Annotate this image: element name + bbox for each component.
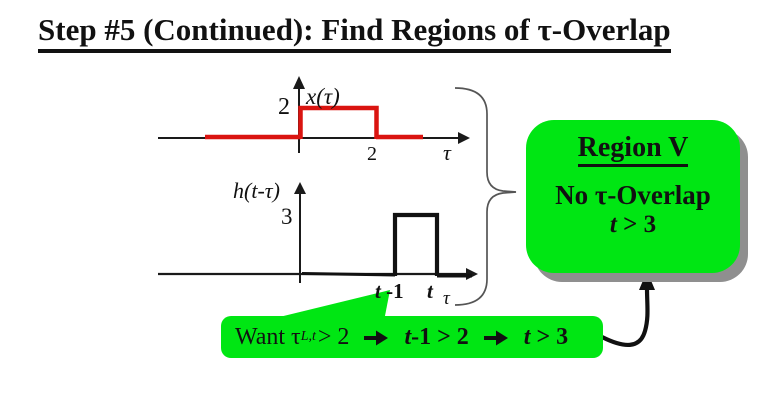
callout-wedge — [263, 290, 390, 321]
h-signal-baseline-left — [301, 272, 396, 277]
x-signal-pulse — [298, 105, 379, 139]
right-arrow-icon — [364, 330, 389, 346]
result-arrowhead-icon — [639, 271, 655, 290]
grouping-brace — [454, 87, 517, 306]
derivation-want: Want τ — [235, 323, 301, 350]
derivation-step3-t: t — [523, 323, 531, 350]
bottom-graph-right-edge-label: t — [427, 279, 433, 303]
region-box-line1: No τ-Overlap — [555, 179, 711, 210]
page-title-text: Step #5 (Continued): Find Regions of τ-O… — [38, 12, 671, 53]
top-axis-arrowhead-icon — [458, 132, 470, 144]
region-box-line2-t: t — [609, 211, 617, 239]
bottom-graph-amplitude-label: 3 — [281, 204, 293, 229]
top-graph-label: x(τ) — [306, 84, 340, 109]
derivation-step2: t-1 > 2 — [404, 324, 468, 351]
top-graph-axis-variable: τ — [443, 140, 451, 165]
bottom-vaxis-arrowhead-icon — [294, 182, 306, 194]
result-arrow-shaft — [599, 285, 650, 347]
page-title: Step #5 (Continued): Find Regions of τ-O… — [38, 12, 671, 53]
bottom-graph-left-edge-label: t -1 — [375, 279, 404, 304]
bottom-graph — [158, 182, 478, 283]
derivation-cmp1: > 2 — [317, 323, 350, 350]
top-graph — [158, 76, 470, 153]
h-signal-pulse — [392, 212, 440, 276]
region-box-line2-rest: > 3 — [616, 211, 657, 239]
derivation-step2-t: t — [404, 323, 412, 350]
top-graph-tick-label: 2 — [367, 143, 377, 165]
region-v-box: Region V No τ-Overlap t > 3 — [526, 120, 740, 273]
top-vaxis-arrowhead-icon — [293, 76, 305, 89]
region-box-line2: t > 3 — [526, 211, 740, 239]
bottom-graph-axis-variable: τ — [443, 288, 450, 309]
derivation-step3-rest: > 3 — [530, 323, 569, 350]
bottom-graph-label: h(t-τ) — [233, 178, 280, 203]
derivation-step3: t > 3 — [524, 324, 568, 351]
top-graph-amplitude-label: 2 — [278, 94, 290, 120]
derivation-step2-rest: -1 > 2 — [411, 323, 469, 350]
right-arrow-icon — [483, 330, 508, 346]
derivation-subscript: L,t — [300, 329, 316, 344]
left-edge-t: t — [375, 279, 381, 303]
region-box-heading: Region V — [577, 132, 689, 167]
left-edge-rest: -1 — [380, 279, 404, 303]
